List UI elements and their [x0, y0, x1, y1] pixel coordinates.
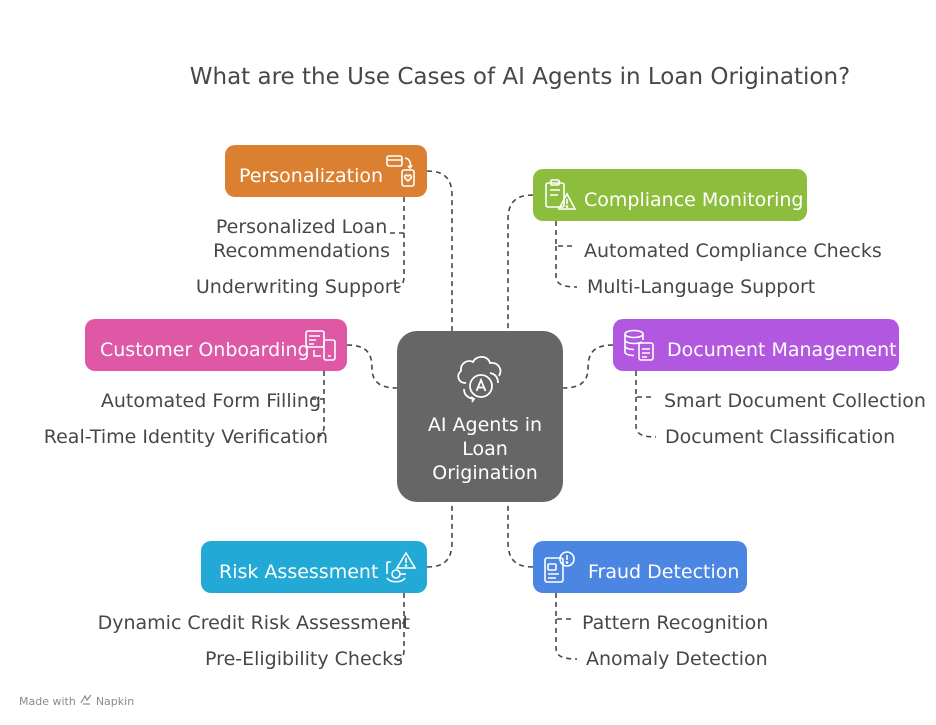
- item-document-classification: Document Classification: [665, 426, 896, 448]
- category-label: Risk Assessment: [219, 561, 379, 583]
- central-node: AI Agents in Loan Origination: [397, 331, 563, 502]
- category-label: Fraud Detection: [588, 561, 740, 583]
- category-label: Customer Onboarding: [100, 339, 310, 361]
- connector-compliance: [507, 194, 534, 331]
- database-document-icon: [623, 328, 657, 367]
- napkin-brand: Napkin: [95, 694, 135, 708]
- connector-onboarding: [346, 344, 398, 389]
- item-smart-document-collection: Smart Document Collection: [664, 390, 926, 412]
- connector-risk-items: [392, 593, 405, 662]
- connector-document-items: [635, 371, 657, 438]
- connector-personalization-items: [389, 197, 405, 289]
- connector-onboarding-items: [312, 371, 325, 438]
- item-dynamic-credit-risk-assessment: Dynamic Credit Risk Assessment: [97, 612, 410, 634]
- form-phone-icon: [304, 328, 338, 367]
- connector-compliance-items: [555, 221, 578, 288]
- diagram-title: What are the Use Cases of AI Agents in L…: [189, 64, 851, 90]
- item-anomaly-detection: Anomaly Detection: [586, 648, 768, 670]
- clipboard-alert-icon: [543, 178, 577, 217]
- connector-fraud: [507, 502, 534, 568]
- category-label: Personalization: [239, 165, 384, 187]
- category-personalization: Personalization: [225, 145, 427, 197]
- connector-personalization: [426, 170, 453, 331]
- category-label: Compliance Monitoring: [584, 189, 804, 211]
- item-real-time-identity-verification: Real-Time Identity Verification: [43, 426, 328, 448]
- napkin-logo-icon: [80, 694, 92, 708]
- category-document-management: Document Management: [613, 319, 899, 371]
- made-with-label: Made with: [19, 694, 76, 708]
- risk-alert-icon: [384, 550, 418, 589]
- napkin-watermark: Made with Napkin: [19, 694, 134, 708]
- document-alert-icon: [543, 550, 577, 589]
- connector-document: [562, 344, 614, 389]
- item-automated-form-filling: Automated Form Filling: [100, 390, 321, 412]
- item-automated-compliance-checks: Automated Compliance Checks: [584, 240, 882, 262]
- item-multi-language-support: Multi-Language Support: [587, 276, 816, 298]
- category-customer-onboarding: Customer Onboarding: [85, 319, 347, 371]
- category-compliance-monitoring: Compliance Monitoring: [533, 169, 807, 221]
- item-underwriting-support: Underwriting Support: [195, 276, 400, 298]
- connector-fraud-items: [555, 593, 578, 660]
- category-risk-assessment: Risk Assessment: [201, 541, 427, 593]
- connector-risk: [426, 502, 453, 568]
- card-heart-icon: [385, 154, 417, 193]
- item-pre-eligibility-checks: Pre-Eligibility Checks: [205, 648, 403, 670]
- category-fraud-detection: Fraud Detection: [533, 541, 747, 593]
- item-personalized-loan-recommendations: Personalized Loan Recommendations: [213, 216, 390, 262]
- central-node-label: AI Agents in Loan Origination: [427, 414, 543, 484]
- cloud-ai-icon: [454, 353, 506, 407]
- item-pattern-recognition: Pattern Recognition: [582, 612, 769, 634]
- category-label: Document Management: [667, 339, 897, 361]
